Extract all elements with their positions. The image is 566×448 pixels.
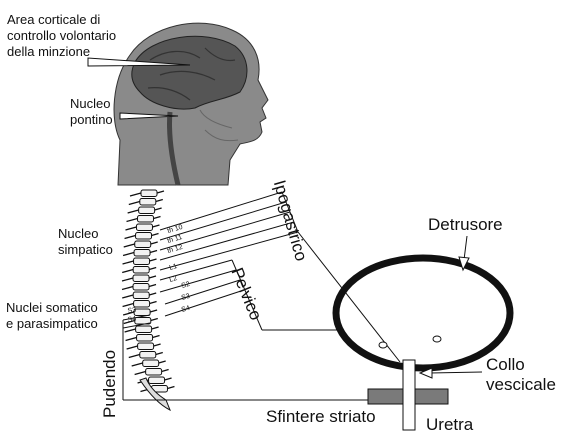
vertebra-process [122, 300, 157, 308]
segment-label-thoracic: th 12 [167, 244, 184, 255]
vertebra-process [121, 283, 157, 291]
bladder-opening-left [378, 341, 388, 349]
vertebra-process [128, 351, 163, 359]
detrusor-label: Detrusore [428, 215, 503, 234]
vertebra [136, 334, 154, 342]
vertebra-process [134, 368, 169, 376]
pudendal-nerve-label: Pudendo [100, 349, 119, 418]
pelvic-nerve-lines [159, 259, 340, 331]
urethra-label: Uretra [426, 415, 474, 434]
segment-label-sacral: S4 [181, 305, 191, 314]
segment-label-thoracic: th 10 [167, 224, 184, 235]
vertebra-process [128, 198, 163, 206]
bladder-wall [332, 254, 514, 372]
vertebra-process [127, 207, 162, 214]
sympathetic-nucleus-label: Nucleo simpatico [58, 226, 113, 257]
vertebra [133, 300, 151, 308]
vertebra-process [122, 292, 157, 299]
vertebra [148, 376, 166, 384]
vertebra [142, 359, 160, 367]
vertebra [135, 232, 153, 240]
vertebra [140, 189, 158, 197]
vertebra [137, 215, 155, 223]
segment-label-sacral-left: S4 [127, 316, 137, 324]
vertebra [138, 206, 156, 214]
vertebra-process [122, 309, 158, 316]
vertebra [135, 325, 153, 333]
segment-label-sacral-left: S3 [127, 307, 137, 315]
vertebra [132, 274, 150, 282]
vertebra-process [126, 343, 161, 350]
striated-sphincter-label: Sfintere striato [266, 407, 376, 426]
bladder [332, 254, 514, 431]
vertebra-process [123, 241, 158, 248]
vertebra [139, 351, 157, 359]
vertebra [132, 266, 150, 274]
vertebra [132, 291, 150, 299]
vertebra [135, 223, 153, 231]
vertebra-process [124, 326, 159, 333]
vertebra [133, 249, 151, 257]
vertebra-process [122, 249, 158, 257]
segment-label-lumbar: L1 [169, 263, 179, 272]
vertebra-process [123, 317, 158, 325]
vertebra [137, 342, 155, 350]
vertebra [133, 257, 151, 265]
vertebra [139, 198, 157, 206]
vertebra-process [124, 232, 159, 240]
pudendal-nerve-lines [122, 314, 370, 401]
segment-label-thoracic: th 11 [167, 234, 183, 245]
bladder-opening-right [432, 335, 442, 343]
vertebra-process [131, 360, 166, 367]
vertebra-process [126, 215, 161, 223]
segment-label-lumbar: L2 [169, 275, 179, 284]
vertebra-process [122, 266, 157, 274]
vertebra-process [129, 190, 165, 197]
vertebra [132, 283, 150, 291]
pontine-nucleus-label: Nucleo pontino [70, 96, 113, 127]
cortex-label: Area corticale di controllo volontario d… [7, 12, 117, 59]
segment-label-sacral: S2 [181, 281, 191, 290]
cortex-pointer [87, 57, 191, 67]
hypogastric-nerve-lines [159, 191, 401, 363]
somatic-parasympathetic-label: Nuclei somatico e parasimpatico [6, 300, 98, 331]
detrusor-arrow [458, 235, 470, 272]
vertebra-process [122, 258, 157, 265]
pontine-pointer [119, 112, 179, 120]
vertebra [134, 240, 152, 248]
vertebra-process [125, 224, 160, 231]
vertebra-process [125, 334, 160, 342]
vertebra [145, 368, 163, 376]
spinal-column [121, 189, 175, 412]
bladder-neck-label: Collo vescicale [486, 355, 556, 394]
bladder-neck-arrow [418, 367, 483, 379]
segment-label-sacral: S3 [181, 293, 191, 302]
vertebra-process [121, 275, 157, 282]
head-illustration [113, 22, 269, 186]
